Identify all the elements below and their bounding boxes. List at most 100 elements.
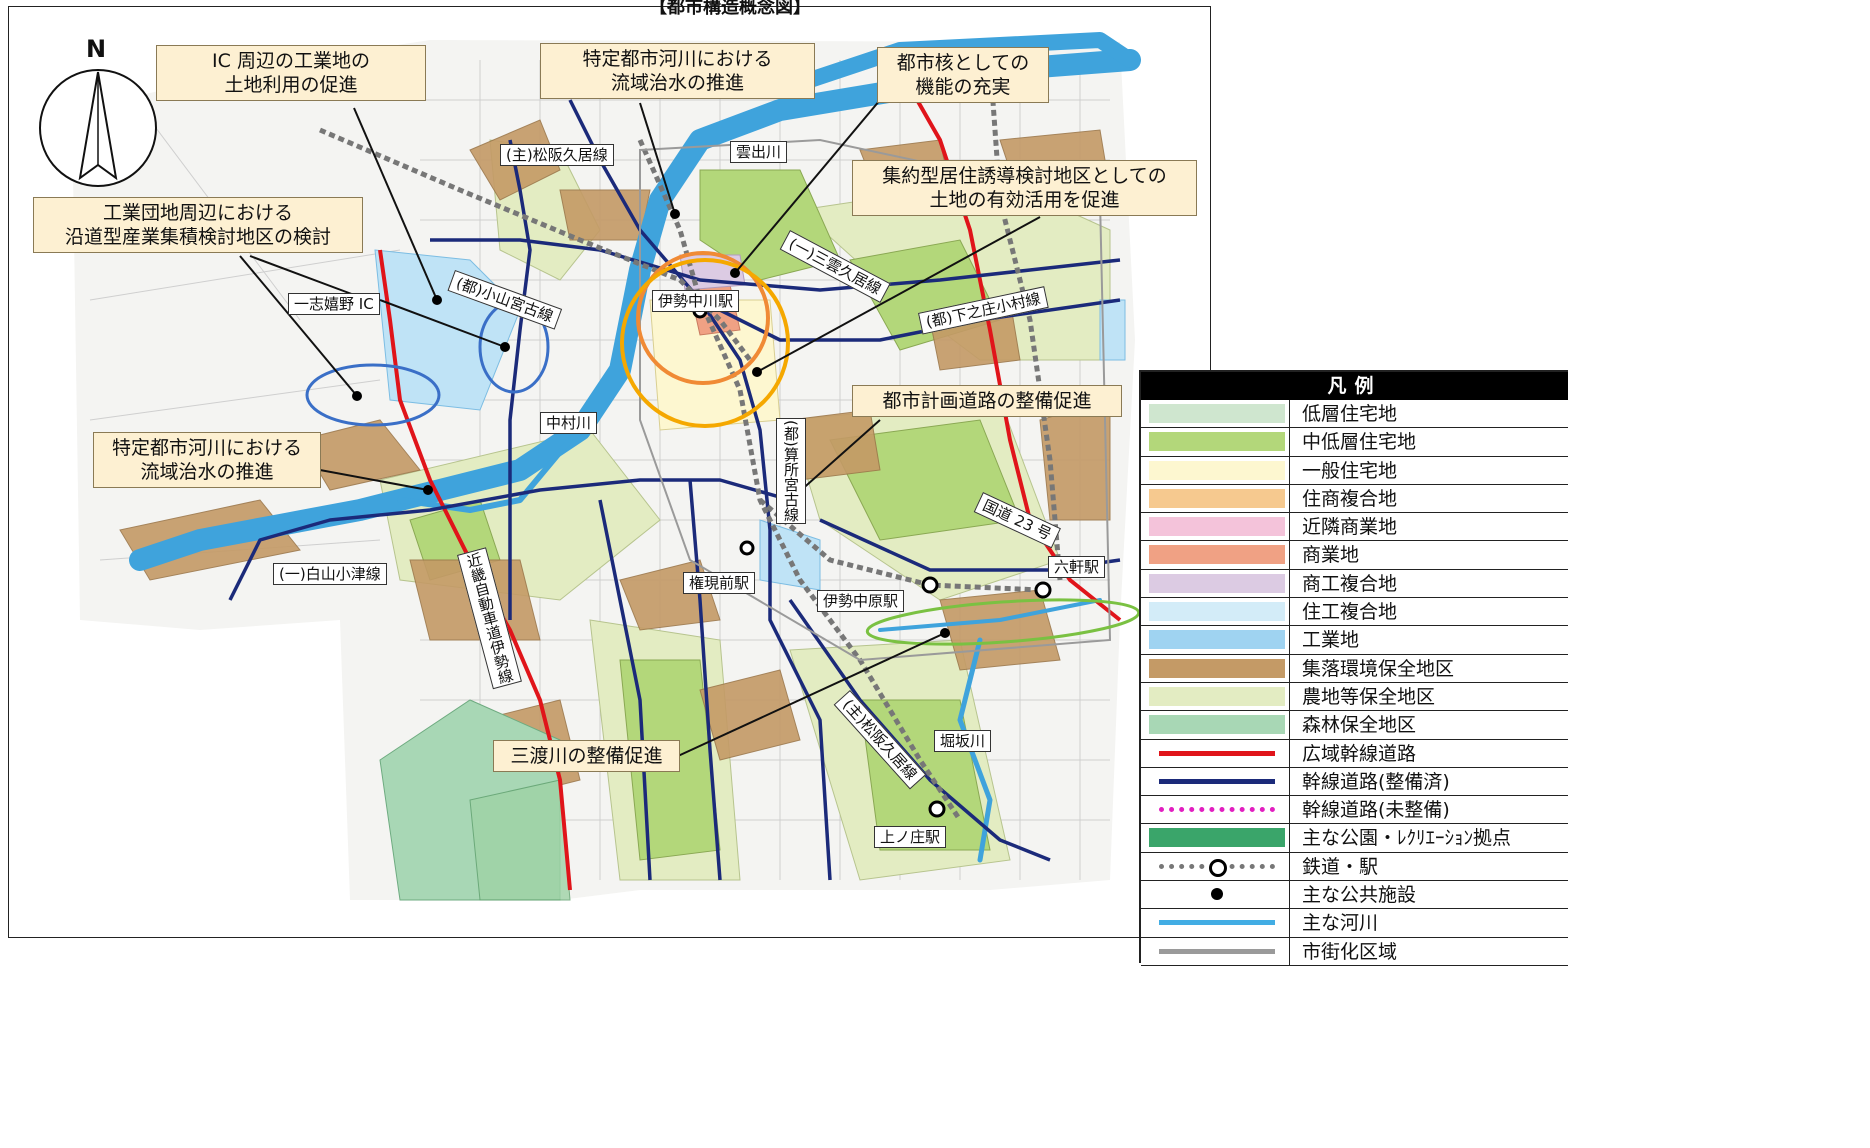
callout-ic-industrial: IC 周辺の工業地の 土地利用の促進: [156, 45, 426, 101]
city-core-circle: [636, 251, 770, 385]
legend-swatch: [1149, 488, 1285, 508]
station-label-gongenmae: 権現前駅: [683, 572, 756, 594]
legend-item: 住商複合地: [1141, 484, 1568, 514]
map-title: 【都市構造概念図】: [649, 0, 811, 18]
river-label-kumozu: 雲出川: [730, 141, 788, 163]
legend-rows: 低層住宅地中低層住宅地一般住宅地住商複合地近隣商業地商業地商工複合地住工複合地工…: [1141, 400, 1568, 966]
legend-swatch: [1149, 744, 1285, 763]
legend-item: 集落環境保全地区: [1141, 654, 1568, 683]
callout-river-flood-top: 特定都市河川における 流域治水の推進: [540, 43, 815, 99]
legend-item: 主な公園・ﾚｸﾘｴｰｼｮﾝ拠点: [1141, 824, 1568, 853]
legend-label: 商工複合地: [1289, 569, 1397, 598]
miwatari-river: [878, 598, 1102, 632]
legend-label: 幹線道路(未整備): [1289, 796, 1450, 824]
nakamura-river: [397, 437, 573, 513]
callout-planned-roads: 都市計画道路の整備促進: [852, 385, 1122, 417]
legend-swatch: [1149, 772, 1285, 791]
callout-river-flood-left: 特定都市河川における 流域治水の推進: [93, 432, 321, 488]
rivers: [129, 32, 1141, 863]
legend-swatch: [1149, 517, 1285, 537]
legend-swatch: [1149, 432, 1285, 452]
legend-label: 低層住宅地: [1289, 400, 1397, 428]
legend-item: 広域幹線道路: [1141, 739, 1568, 768]
legend-item: 農地等保全地区: [1141, 682, 1568, 712]
legend-item: 工業地: [1141, 626, 1568, 655]
miwatari-ellipse: [865, 598, 1141, 646]
legend-label: 主な河川: [1289, 909, 1378, 937]
horisaka-river: [957, 637, 993, 863]
park-zone: [469, 779, 571, 901]
industrial-estate-ellipse: [305, 363, 441, 427]
ise-nakahara-station-marker: [921, 576, 939, 594]
callout-industrial-estate: 工業団地周辺における 沿道型産業集積検討地区の検討: [33, 197, 363, 253]
callout-compact-living: 集約型居住誘導検討地区としての 土地の有効活用を促進: [852, 160, 1197, 216]
callout-miwatari-river: 三渡川の整備促進: [493, 740, 680, 772]
station-label-rokken: 六軒駅: [1048, 556, 1106, 578]
legend-swatch: [1149, 404, 1285, 423]
leader-lines: [239, 99, 1041, 757]
legend-swatch: [1149, 715, 1285, 735]
legend-label: 住商複合地: [1289, 484, 1397, 513]
road-label-matsusaka-hisai-top: (主)松阪久居線: [500, 144, 614, 166]
legend-label: 一般住宅地: [1289, 456, 1397, 484]
urbanization-boundary: [639, 138, 1112, 662]
callout-city-core: 都市核としての 機能の充実: [877, 47, 1049, 103]
legend-label: 市街化区域: [1289, 937, 1397, 965]
legend-heading: 凡例: [1141, 372, 1568, 400]
road-label-hakusan-ozu: (一)白山小津線: [273, 563, 387, 585]
legend-swatch: [1149, 828, 1285, 848]
legend-label: 集落環境保全地区: [1289, 654, 1454, 682]
legend-item: 幹線道路(未整備): [1141, 796, 1568, 825]
gongenmae-station-marker: [739, 540, 755, 556]
legend-swatch: [1149, 658, 1285, 678]
legend-label: 森林保全地区: [1289, 711, 1416, 739]
legend-label: 幹線道路(整備済): [1289, 767, 1450, 796]
rokken-station-marker: [1034, 581, 1052, 599]
legend-item: 商工複合地: [1141, 569, 1568, 599]
legend-swatch: [1149, 545, 1285, 565]
legend-item: 商業地: [1141, 541, 1568, 570]
legend-item: 幹線道路(整備済): [1141, 767, 1568, 797]
kumozu-river-upper: [772, 32, 1138, 98]
compact-living-circle: [620, 258, 790, 428]
compass-north-label: N: [86, 35, 107, 63]
legend-label: 中低層住宅地: [1289, 428, 1416, 456]
legend-swatch: [1149, 857, 1285, 877]
legend-swatch: [1149, 686, 1285, 706]
legend-swatch: [1149, 630, 1285, 650]
legend-item: 近隣商業地: [1141, 513, 1568, 542]
legend-swatch: [1149, 800, 1285, 819]
river-label-horisaka: 堀坂川: [934, 730, 992, 752]
legend-item: 主な河川: [1141, 909, 1568, 938]
legend-item: 鉄道・駅: [1141, 852, 1568, 882]
kumozu-river: [129, 49, 1141, 571]
legend-label: 主な公共施設: [1289, 881, 1416, 909]
legend-label: 商業地: [1289, 541, 1359, 569]
legend-label: 鉄道・駅: [1289, 852, 1378, 881]
legend-label: 主な公園・ﾚｸﾘｴｰｼｮﾝ拠点: [1289, 824, 1511, 852]
legend-item: 主な公共施設: [1141, 881, 1568, 910]
station-label-ise-nakagawa: 伊勢中川駅: [652, 290, 740, 312]
station-label-kaminosho: 上ノ庄駅: [874, 826, 947, 848]
legend-swatch: [1149, 913, 1285, 932]
kaminosho-station-marker: [928, 800, 946, 818]
compass: [39, 69, 157, 187]
legend-swatch: [1149, 573, 1285, 593]
legend-swatch: [1149, 460, 1285, 480]
road-label-sanshomiyako: (都)算所宮古線: [776, 418, 806, 524]
station-label-ise-nakahara: 伊勢中原駅: [817, 590, 905, 612]
legend-swatch: [1149, 602, 1285, 622]
legend-label: 農地等保全地区: [1289, 682, 1435, 711]
legend-label: 広域幹線道路: [1289, 739, 1416, 767]
legend-item: 森林保全地区: [1141, 711, 1568, 740]
river-label-nakamura: 中村川: [540, 412, 598, 434]
legend-item: 一般住宅地: [1141, 456, 1568, 485]
legend-swatch: [1149, 942, 1285, 961]
legend-label: 近隣商業地: [1289, 513, 1397, 541]
road-label-ichishi-ureshino-ic: 一志嬉野 IC: [288, 293, 380, 315]
legend-item: 中低層住宅地: [1141, 428, 1568, 457]
legend-item: 低層住宅地: [1141, 400, 1568, 429]
legend-label: 工業地: [1289, 626, 1359, 654]
legend-item: 市街化区域: [1141, 937, 1568, 966]
legend-swatch: [1149, 885, 1285, 904]
